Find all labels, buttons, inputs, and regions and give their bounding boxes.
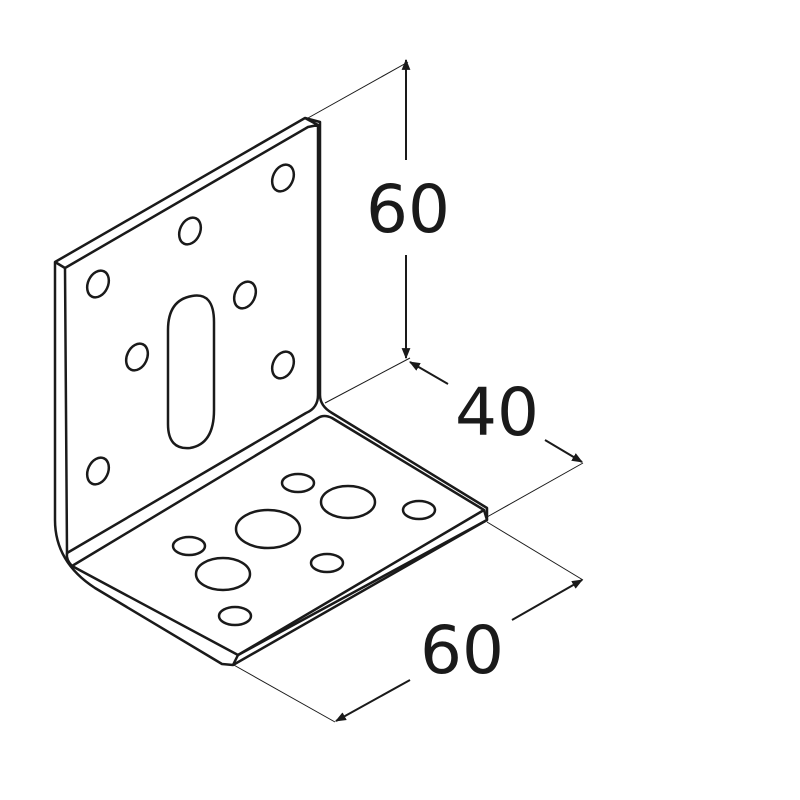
extension-line-depth — [486, 462, 584, 518]
hole-h8 — [217, 605, 253, 627]
front-corner-edge — [231, 654, 240, 666]
vertical-holes — [85, 163, 296, 486]
dim-depth-label: 40 — [455, 374, 539, 451]
inner-bend — [65, 552, 73, 567]
hole-v6 — [270, 350, 296, 380]
hole-v7 — [85, 456, 111, 486]
hole-v4 — [232, 280, 258, 310]
extension-line-width-right — [486, 521, 584, 581]
hole-v5 — [124, 342, 150, 372]
dim-depth-line-top — [409, 361, 449, 385]
dim-width-line-left — [335, 679, 411, 722]
right-corner-edge — [482, 509, 489, 521]
top-edge-right — [304, 116, 319, 127]
slot-hole — [166, 294, 216, 450]
dim-width-label: 60 — [420, 612, 504, 689]
dim-width-line-right — [511, 579, 583, 621]
top-edge-left — [54, 260, 66, 270]
dimension-lines — [335, 58, 583, 722]
hole-h2 — [319, 484, 377, 520]
hole-v3 — [85, 269, 111, 299]
hole-h3 — [401, 499, 437, 521]
horizontal-holes — [171, 472, 437, 627]
hole-h1 — [280, 472, 316, 494]
hole-v1 — [270, 163, 296, 193]
hole-v2 — [177, 216, 203, 246]
extension-line-corner — [324, 357, 411, 404]
dim-height-label: 60 — [366, 171, 450, 248]
hole-h7 — [194, 556, 252, 592]
extension-lines — [231, 61, 584, 723]
extension-line-width-left — [231, 663, 336, 723]
hole-h5 — [171, 535, 207, 557]
extension-line-top — [307, 61, 409, 119]
dim-depth-line-bottom — [544, 439, 583, 463]
hole-h4 — [234, 508, 302, 550]
hole-h6 — [309, 552, 345, 574]
front-bottom-edge — [237, 518, 488, 657]
